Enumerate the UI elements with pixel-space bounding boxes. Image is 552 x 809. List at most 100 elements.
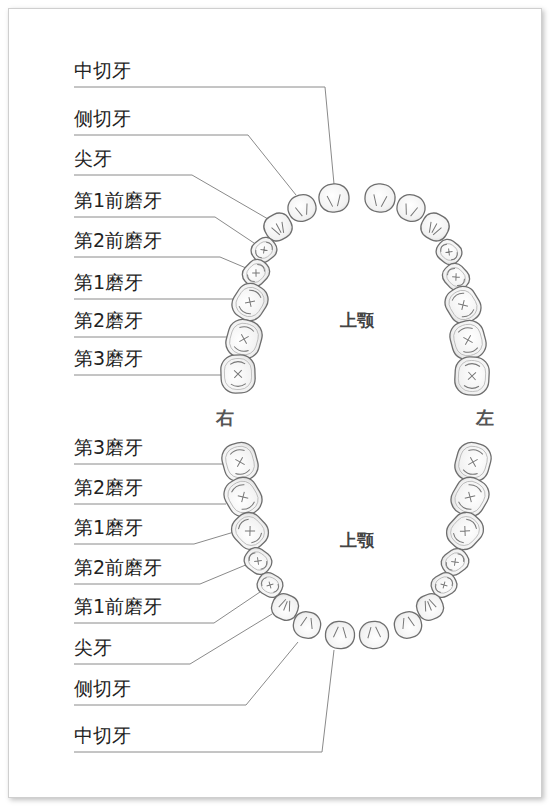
tooth-inner-outline <box>223 477 262 517</box>
tooth-marks <box>229 448 250 476</box>
tooth-marks <box>295 204 310 218</box>
tooth-marks <box>463 448 484 476</box>
tooth-marks <box>367 626 381 638</box>
tooth-marks <box>230 361 246 386</box>
tooth-marks <box>230 483 255 512</box>
tooth-inner-outline <box>223 443 257 480</box>
leader-line <box>74 299 236 300</box>
tooth-marks <box>434 576 454 593</box>
tooth-inner-outline <box>231 512 269 550</box>
tooth-label: 中切牙 <box>74 58 131 82</box>
tooth-outline <box>392 609 425 641</box>
tooth-inner-outline <box>442 550 468 575</box>
tooth-outline <box>454 356 490 396</box>
tooth-label: 尖牙 <box>74 146 112 170</box>
tooth-outline <box>432 236 465 269</box>
tooth-marks <box>333 626 347 638</box>
tooth-marks <box>247 551 268 571</box>
side-label: 左 <box>476 406 494 430</box>
tooth-label: 尖牙 <box>74 635 112 659</box>
tooth-inner-outline <box>432 574 455 596</box>
tooth-drawing <box>226 507 274 555</box>
tooth-marks <box>452 518 478 545</box>
tooth-label: 第3磨牙 <box>74 346 143 370</box>
tooth-label: 侧切牙 <box>74 106 131 130</box>
tooth-outline <box>324 620 355 649</box>
tooth-marks <box>426 221 442 237</box>
tooth-outline <box>441 507 489 555</box>
leader-line <box>74 257 246 268</box>
tooth-inner-outline <box>243 260 268 285</box>
tooth-drawing <box>392 609 425 641</box>
tooth-outline <box>220 354 255 393</box>
tooth-drawing <box>291 609 324 641</box>
tooth-marks <box>271 221 287 237</box>
tooth-inner-outline <box>245 549 271 574</box>
tooth-inner-outline <box>456 443 490 480</box>
tooth-label: 第2前磨牙 <box>74 228 162 252</box>
tooth-inner-outline <box>258 574 281 596</box>
side-label: 右 <box>216 406 234 430</box>
tooth-marks <box>301 616 315 629</box>
leader-line <box>74 650 334 752</box>
tooth-marks <box>278 598 293 613</box>
tooth-drawing <box>363 182 397 214</box>
tooth-inner-outline <box>224 358 252 390</box>
tooth-marks <box>444 552 465 572</box>
tooth-marks <box>237 518 264 545</box>
tooth-outline <box>358 620 389 649</box>
tooth-outline <box>317 182 350 214</box>
tooth-drawing <box>220 354 255 393</box>
tooth-inner-outline <box>437 241 460 264</box>
tooth-label: 第2前磨牙 <box>74 555 162 579</box>
tooth-drawing <box>317 182 350 214</box>
tooth-marks <box>446 267 466 288</box>
tooth-label: 侧切牙 <box>74 676 131 700</box>
tooth-drawing <box>227 278 273 326</box>
tooth-marks <box>233 325 254 353</box>
tooth-marks <box>451 291 475 319</box>
tooth-drawing <box>454 356 490 396</box>
tooth-inner-outline <box>451 322 485 359</box>
tooth-outline <box>291 609 324 641</box>
leader-line <box>74 614 272 664</box>
tooth-marks <box>464 363 480 388</box>
tooth-label: 第1前磨牙 <box>74 188 162 212</box>
tooth-inner-outline <box>232 283 269 321</box>
tooth-marks <box>260 576 280 593</box>
tooth-label: 第2磨牙 <box>74 475 143 499</box>
tooth-drawing <box>447 317 490 363</box>
tooth-marks <box>439 243 459 262</box>
tooth-inner-outline <box>458 360 487 392</box>
tooth-drawing <box>358 620 389 649</box>
leader-line <box>74 135 296 195</box>
tooth-label: 第1前磨牙 <box>74 594 162 618</box>
region-label: 上颚 <box>340 528 374 552</box>
tooth-marks <box>458 326 479 354</box>
tooth-label: 第1磨牙 <box>74 270 143 294</box>
tooth-inner-outline <box>446 512 484 550</box>
leader-line <box>74 375 222 376</box>
tooth-marks <box>372 194 387 207</box>
tooth-inner-outline <box>451 477 490 517</box>
leader-line <box>74 337 228 338</box>
tooth-drawing <box>432 236 465 269</box>
tooth-marks <box>246 263 267 284</box>
tooth-marks <box>403 204 418 218</box>
leader-line <box>74 175 268 219</box>
leader-line <box>74 592 260 623</box>
tooth-marks <box>400 616 414 629</box>
leader-line <box>74 504 226 505</box>
tooth-marks <box>457 483 482 512</box>
tooth-marks <box>327 194 342 207</box>
tooth-marks <box>238 288 263 316</box>
tooth-label: 第2磨牙 <box>74 308 143 332</box>
tooth-outline <box>227 278 273 326</box>
tooth-label: 第1磨牙 <box>74 515 143 539</box>
tooth-outline <box>226 507 274 555</box>
leader-line <box>74 464 224 465</box>
tooth-drawing <box>324 620 355 649</box>
tooth-marks <box>254 241 274 260</box>
tooth-marks <box>422 598 437 613</box>
tooth-label: 第3磨牙 <box>74 435 143 459</box>
